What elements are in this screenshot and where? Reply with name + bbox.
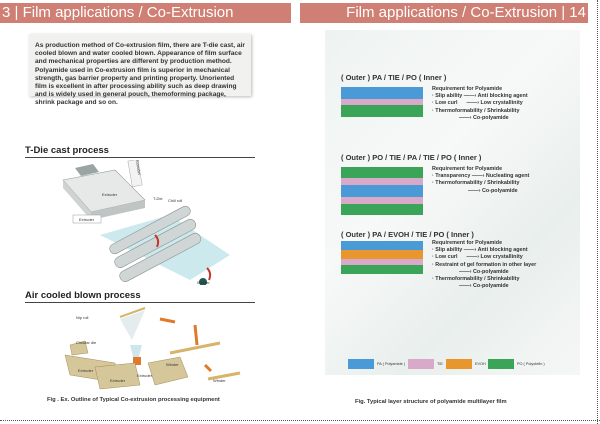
- layer-stack: [341, 241, 423, 275]
- page-border-bottom: [0, 420, 600, 421]
- layer-stack: [341, 167, 423, 215]
- legend-swatch: [348, 359, 374, 369]
- tdie-label-chill-roll: Chill roll: [168, 198, 183, 203]
- blown-label-extruder2: Extruder: [110, 378, 126, 383]
- tdie-label-winder: Winder: [197, 280, 210, 285]
- layer-tie: [341, 196, 423, 204]
- tdie-heading: T-Die cast process: [25, 145, 255, 158]
- tdie-label-tdie: T-Die: [153, 196, 163, 201]
- layer-tie: [341, 259, 423, 265]
- blown-label-extruder3: Extruder: [137, 373, 153, 378]
- intro-text: As production method of Co-extrusion fil…: [35, 42, 245, 107]
- layer-pa: [341, 241, 423, 251]
- legend-item: EVOH: [446, 359, 486, 369]
- blown-label-circular-die: Circular die: [76, 340, 97, 345]
- blown-diagram: [64, 307, 241, 390]
- legend-label: EVOH: [475, 362, 486, 366]
- blown-label-nip-roll: Nip roll: [76, 315, 89, 320]
- right-caption: Fig. Typical layer structure of polyamid…: [355, 399, 507, 405]
- page-border-right: [597, 0, 598, 424]
- tdie-label-extruder1: Extruder: [102, 192, 118, 197]
- legend-item: PO ( Polyolefin ): [488, 359, 545, 369]
- structure-title: ( Outer ) PA / EVOH / TIE / PO ( Inner ): [341, 230, 474, 239]
- legend-item: PA ( Polyamide ): [348, 359, 405, 369]
- requirements-text: Requirement for Polyamide · Slip ability…: [432, 86, 528, 121]
- layer-po: [341, 105, 423, 117]
- blown-label-winder1: Winder: [166, 362, 179, 367]
- tdie-diagram: [62, 160, 230, 285]
- blown-label-winder2: Winder: [213, 378, 226, 383]
- legend-label: TIE: [437, 362, 443, 366]
- structure-title: ( Outer ) PO / TIE / PA / TIE / PO ( Inn…: [341, 153, 482, 162]
- blown-heading: Air cooled blown process: [25, 290, 255, 303]
- layer-pa: [341, 87, 423, 99]
- layer-po: [341, 167, 423, 179]
- intro-box: As production method of Co-extrusion fil…: [29, 34, 251, 106]
- layer-tie: [341, 178, 423, 186]
- layer-po: [341, 264, 423, 275]
- requirements-text: Requirement for Polyamide · Transparency…: [432, 166, 530, 194]
- legend-item: TIE: [408, 359, 443, 369]
- requirements-text: Requirement for Polyamide · Slip ability…: [432, 240, 537, 290]
- header-right: Film applications / Co-Extrusion | 14: [300, 3, 588, 23]
- legend-label: PO ( Polyolefin ): [517, 362, 545, 366]
- structure-title: ( Outer ) PA / TIE / PO ( Inner ): [341, 73, 447, 82]
- legend-label: PA ( Polyamide ): [377, 362, 405, 366]
- blown-label-extruder1: Extruder: [78, 368, 94, 373]
- layer-pa: [341, 185, 423, 197]
- tdie-label-extruder3: Extruder: [79, 217, 95, 222]
- layer-po: [341, 203, 423, 215]
- legend-swatch: [408, 359, 434, 369]
- header-left: 3 | Film applications / Co-Extrusion: [0, 3, 291, 23]
- layer-tie: [341, 98, 423, 106]
- layer-stack: [341, 87, 423, 117]
- legend-swatch: [446, 359, 472, 369]
- legend-swatch: [488, 359, 514, 369]
- layer-evoh: [341, 250, 423, 260]
- left-caption: Fig . Ex. Outline of Typical Co-extrusio…: [47, 397, 220, 403]
